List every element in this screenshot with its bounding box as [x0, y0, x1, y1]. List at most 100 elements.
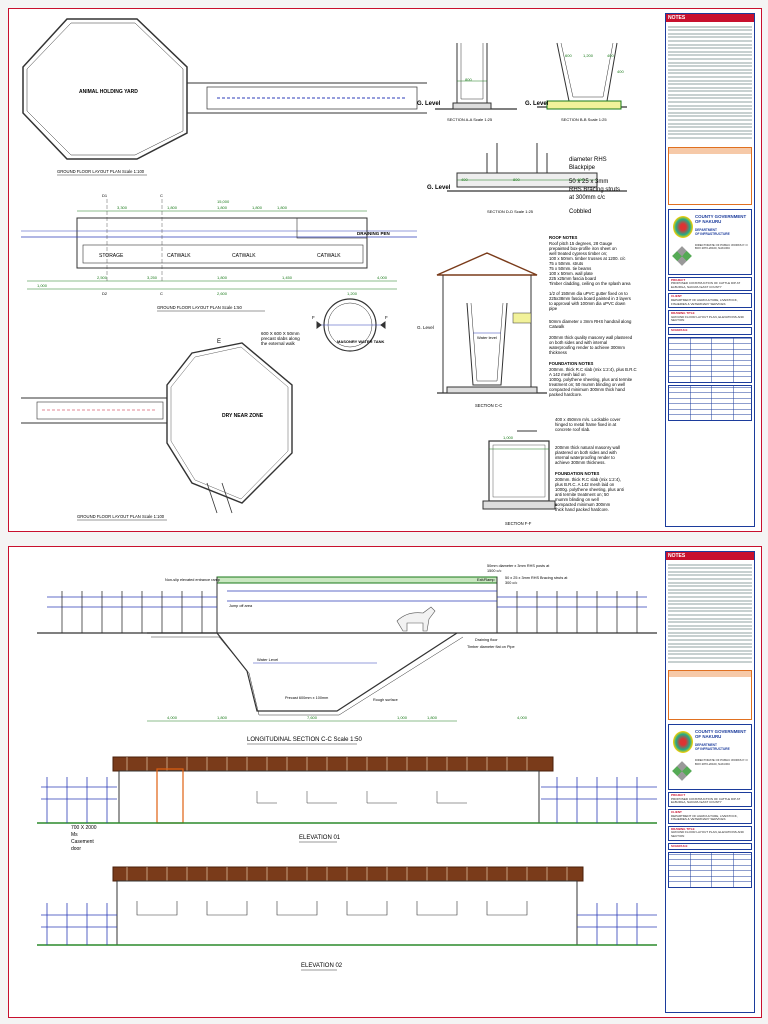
- draining-floor-label: Draining floor: [475, 638, 498, 642]
- exit-ramp-label: Exit/Ramp: [477, 578, 495, 582]
- fence-posts-section: [61, 591, 638, 633]
- foundation-line: anti termite treatment on; 50: [555, 492, 609, 497]
- dim-d18: 1,200: [583, 53, 594, 58]
- department-line-1: DEPARTMENT: [695, 743, 717, 748]
- section-ff-title: SECTION F-F: [505, 521, 532, 526]
- rhs-note-1: diameter RHS: [569, 157, 607, 163]
- cover-note-line: hinged to metal frame fixed in at: [555, 422, 617, 427]
- water-level-label-2: Water Level: [257, 657, 278, 662]
- drawing-sheet-2: Non-slip elevated entrance ramp 50mm dia…: [8, 546, 762, 1018]
- revision-table: [668, 146, 752, 205]
- dim-d5: 1,800: [277, 205, 288, 210]
- grid-d1: D1: [102, 193, 108, 198]
- signoff-grid: [668, 384, 752, 421]
- catwalk-label-2: CATWALK: [232, 253, 256, 259]
- client-name: DEPARTMENT OF AGRICULTURE, LIVESTOCK, FI…: [671, 813, 738, 822]
- door-note-3: Casement: [71, 839, 94, 845]
- county-logo-block: COUNTY GOVERNMENT OF NAKURU DEPARTMENT O…: [668, 724, 752, 791]
- notes-heading: NOTES: [666, 552, 754, 560]
- drawing-title-heading: DRAWING TITLE: [671, 826, 695, 831]
- dim-e5: 1,800: [427, 715, 438, 720]
- client-box: CLIENT DEPARTMENT OF AGRICULTURE, LIVEST…: [668, 293, 752, 309]
- door-note-2: Ms: [71, 832, 78, 838]
- foundation-notes-2: FOUNDATION NOTES 200mm. thick R.C slab (…: [555, 471, 624, 512]
- roof-note-line: 225 x25mm fascia board: [549, 276, 597, 281]
- dim-d21: 800: [513, 177, 520, 182]
- cover-note-line: 400 x 450mm m/s. Lockable cover: [555, 417, 621, 422]
- long-section-title: LONGITUDINAL SECTION C-C Scale 1:50: [247, 737, 362, 743]
- dim-d10: 1,000: [37, 283, 48, 288]
- schedule-grid: [668, 336, 752, 383]
- dim-d7: 1,200: [347, 291, 358, 296]
- project-heading: PROJECT: [671, 793, 686, 798]
- drawing-title-box: DRAWING TITLE GROUND FLOOR LAYOUT PLAN, …: [668, 310, 752, 325]
- masonry-tank-label: MASONRY WATER TANK: [337, 339, 385, 344]
- precast-note-box: 600 X 600 X 50mm precast slabs along the…: [261, 331, 300, 346]
- section-cc-title: SECTION C-C: [475, 403, 502, 408]
- rail-note-4: 300 c/c: [505, 581, 517, 585]
- g-level-2: G. Level: [525, 101, 549, 107]
- masonry-note-line: achieve 300mm thickness.: [555, 460, 606, 465]
- masonry-notes: 200mm thick natural masonry wall plaster…: [555, 445, 620, 465]
- foundation-heading: FOUNDATION NOTES: [549, 361, 593, 366]
- county-crest-icon: [673, 215, 693, 238]
- wall-note-line: thickness: [549, 350, 567, 355]
- project-box: PROJECT PROPOSED CONSTRUCTION OF CATTLE …: [668, 276, 752, 292]
- g-level-3: G. Level: [427, 185, 451, 191]
- foundation-line: 200mm. thick R.C slab (mix 1:2:4),: [555, 477, 621, 482]
- notes-lines: [666, 22, 754, 143]
- foundation-line: packed hardcore.: [549, 392, 582, 397]
- rail-note-1: 50mm diameter x 3mm RHS posts at: [487, 564, 550, 568]
- client-heading: CLIENT: [671, 294, 682, 299]
- section-bb-title: SECTION B-B Scale 1:25: [561, 117, 607, 122]
- dim-d1: 3,300: [117, 205, 128, 210]
- notes-heading: NOTES: [666, 14, 754, 22]
- project-name: PROPOSED CONSTRUCTION OF CATTLE DIP AT E…: [671, 281, 741, 289]
- foundation-line: mumm blinding on well: [555, 497, 599, 502]
- foundation-line: 1000g. polythene sheeting, plus anti ter…: [549, 377, 633, 382]
- grid-c1: C: [160, 193, 163, 198]
- door-note-1: 700 X 2000: [71, 825, 97, 831]
- dim-d23: 1,000: [503, 435, 514, 440]
- section-ff-drawing: [482, 430, 557, 510]
- masonry-note-line: plastered on both sides and with: [555, 450, 617, 455]
- wall-note-line: on both sides and with internal: [549, 340, 607, 345]
- notes-lines: [666, 560, 754, 666]
- gutter-note-line: 1/2 of 150mm dia uPVC gutter fixed on to: [549, 291, 628, 296]
- gutter-note-line: 225x38mm fascia board painted in 3 layer…: [549, 296, 631, 301]
- grid-d2: D2: [102, 291, 108, 296]
- foundation-line: 1000g. polythene sheeting, plus anti: [555, 487, 624, 492]
- catwalk-label-3: CATWALK: [317, 253, 341, 259]
- dim-d22: 400: [577, 177, 584, 182]
- cover-notes: 400 x 450mm m/s. Lockable cover hinged t…: [555, 417, 621, 432]
- foundation-line: compacted minimum 300mm: [555, 502, 611, 507]
- county-crest-icon: [673, 731, 693, 754]
- dim-d20: 400: [461, 177, 468, 182]
- elevation-02-title: ELEVATION 02: [301, 963, 343, 969]
- public-works-logo-icon: [672, 761, 692, 782]
- revision-table: [668, 670, 752, 721]
- plan2-title: GROUND FLOOR LAYOUT PLAN Scale 1:50: [157, 305, 242, 310]
- door-note-4: door: [71, 846, 81, 852]
- dim-d15: 600: [565, 53, 572, 58]
- schedule-heading: SCHEDULE: [671, 843, 688, 848]
- elevation-02-drawing: [37, 866, 657, 946]
- roof-notes-heading: ROOF NOTES: [549, 235, 578, 240]
- schedule-box: SCHEDULE: [668, 326, 752, 335]
- grid-c2: C: [160, 291, 163, 296]
- client-box: CLIENT DEPARTMENT OF AGRICULTURE, LIVEST…: [668, 809, 752, 824]
- schedule-grid: [668, 852, 752, 889]
- section-bb-drawing: [537, 42, 627, 110]
- gate-note: Non-slip elevated entrance ramp: [165, 578, 220, 582]
- sheet1-svg: ANIMAL HOLDING YARD GROUND FLOOR LAYOUT …: [21, 18, 637, 526]
- masonry-note-line: 200mm thick natural masonry wall: [555, 445, 620, 450]
- gutter-notes: 1/2 of 150mm dia uPVC gutter fixed on to…: [549, 291, 631, 311]
- dim-d19: 400: [607, 53, 614, 58]
- client-heading: CLIENT: [671, 810, 682, 814]
- county-logo-block: COUNTY GOVERNMENT OF NAKURU DEPARTMENT O…: [668, 208, 752, 275]
- titleblock-sheet1: NOTES COUNTY GOVERNMENT OF NAKURU DEPART…: [665, 13, 755, 527]
- g-level-4: G. Level: [417, 325, 434, 330]
- rail-note-line: Catwalk: [549, 324, 565, 329]
- dim-d13: 1,800: [217, 275, 228, 280]
- dim-e6: 4,000: [517, 715, 528, 720]
